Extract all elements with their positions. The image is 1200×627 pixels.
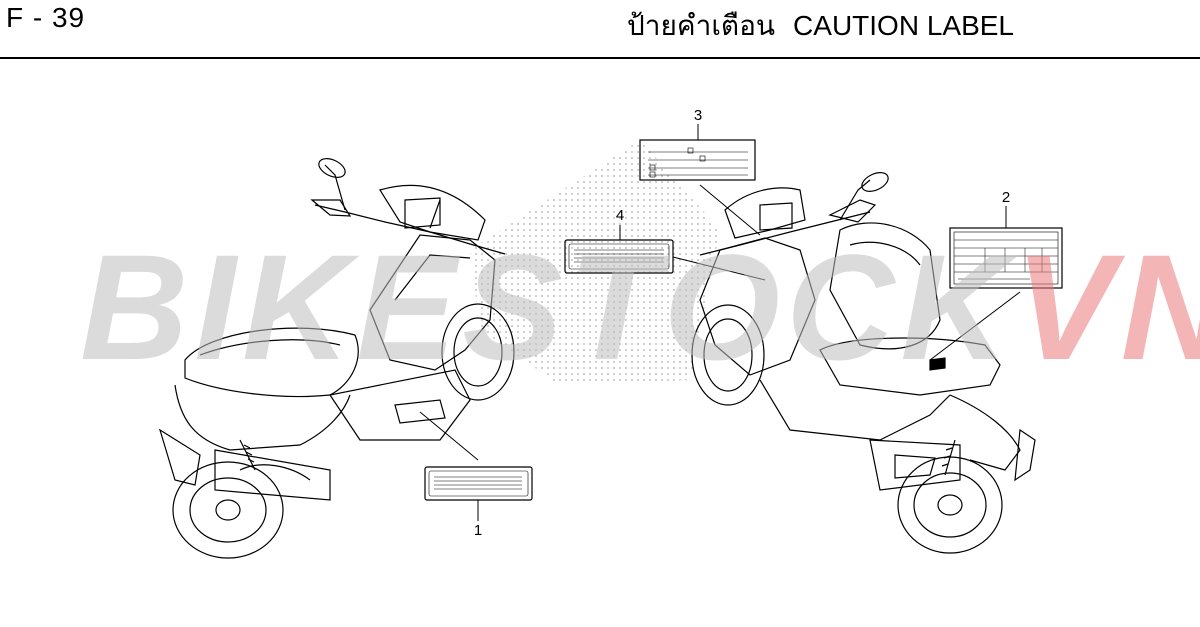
caution-label-4-icon bbox=[564, 239, 674, 274]
leader-line-2 bbox=[929, 206, 1021, 361]
caution-label-2-icon bbox=[949, 227, 1063, 289]
callout-number-4: 4 bbox=[615, 207, 625, 224]
dotted-logo-mark bbox=[470, 140, 720, 385]
page-title-thai: ป้ายคำเตือน bbox=[626, 10, 776, 41]
header-divider bbox=[0, 57, 1200, 59]
page-title: ป้ายคำเตือน CAUTION LABEL bbox=[627, 4, 1014, 48]
leader-line-3 bbox=[697, 124, 761, 236]
callout-number-1: 1 bbox=[473, 522, 483, 539]
scooter-right-view-icon bbox=[691, 172, 1036, 554]
scooter-left-view-icon bbox=[158, 158, 515, 559]
page-code: F - 39 bbox=[6, 2, 86, 33]
caution-label-1-icon bbox=[424, 466, 533, 501]
leader-line-4 bbox=[619, 225, 766, 281]
leader-line-1 bbox=[419, 411, 479, 521]
callout-number-2: 2 bbox=[1001, 189, 1011, 206]
callout-number-3: 3 bbox=[693, 107, 703, 124]
page-title-english: CAUTION LABEL bbox=[793, 10, 1014, 41]
